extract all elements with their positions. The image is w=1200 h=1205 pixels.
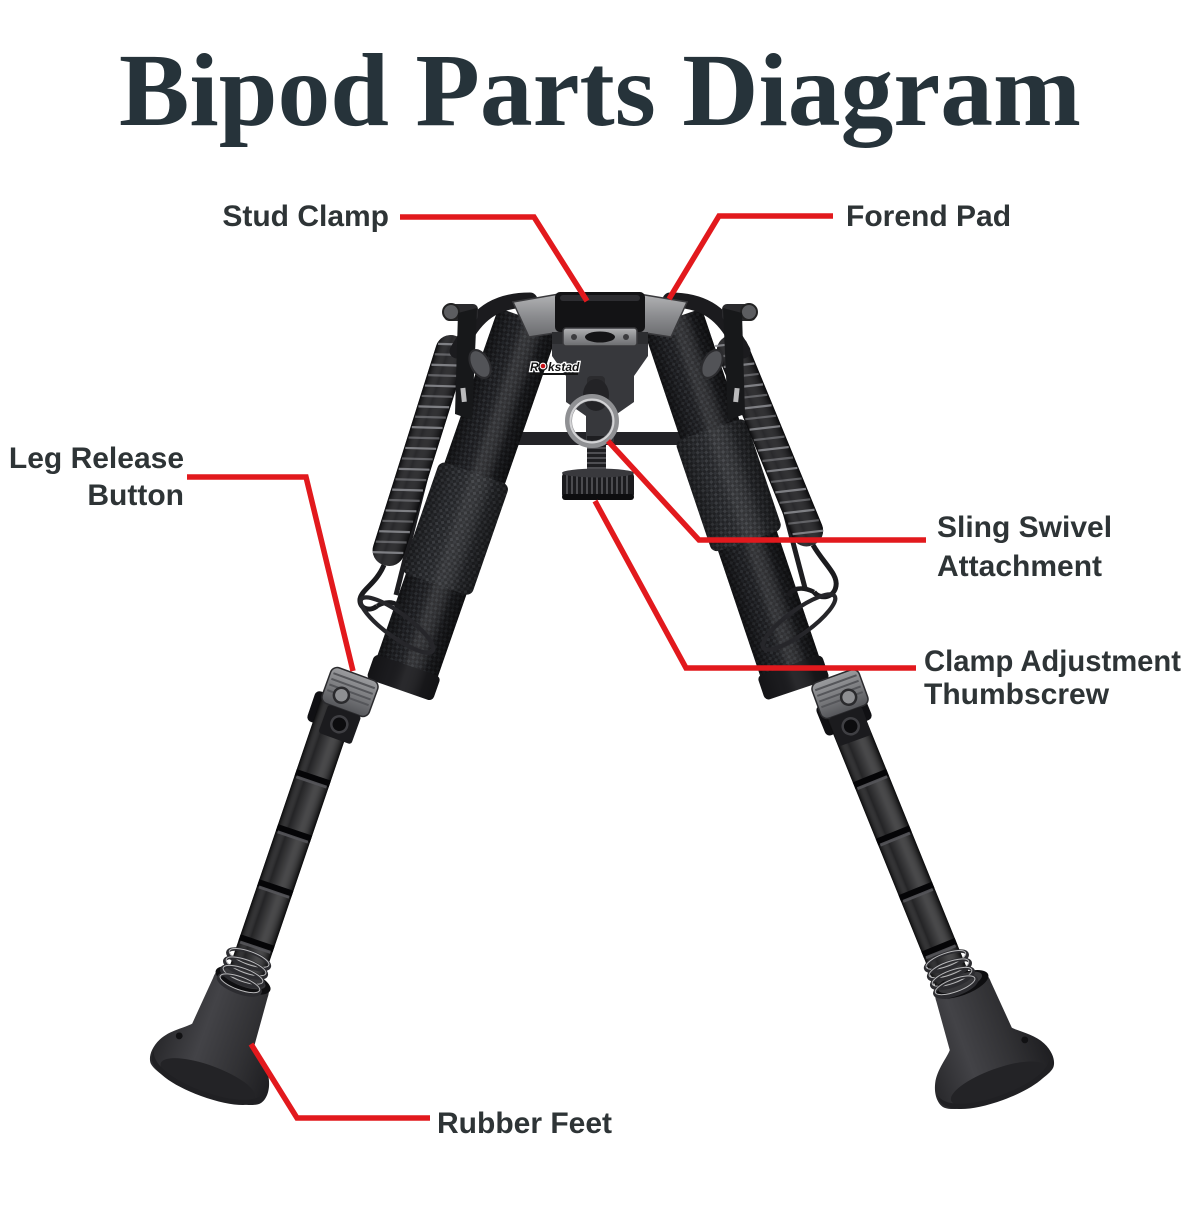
svg-text:Forend Pad: Forend Pad [846, 200, 1011, 233]
svg-text:Stud Clamp: Stud Clamp [222, 200, 389, 233]
svg-text:kstad: kstad [548, 360, 580, 374]
svg-text:Sling Swivel: Sling Swivel [937, 511, 1112, 544]
svg-text:R: R [530, 360, 539, 374]
svg-text:Attachment: Attachment [937, 550, 1102, 583]
svg-text:Button: Button [87, 479, 184, 512]
svg-text:Rubber Feet: Rubber Feet [437, 1107, 612, 1140]
svg-text:Thumbscrew: Thumbscrew [924, 678, 1110, 711]
svg-text:Bipod Parts Diagram: Bipod Parts Diagram [119, 33, 1081, 148]
svg-text:Clamp Adjustment: Clamp Adjustment [924, 645, 1181, 678]
svg-text:Leg Release: Leg Release [9, 442, 184, 475]
